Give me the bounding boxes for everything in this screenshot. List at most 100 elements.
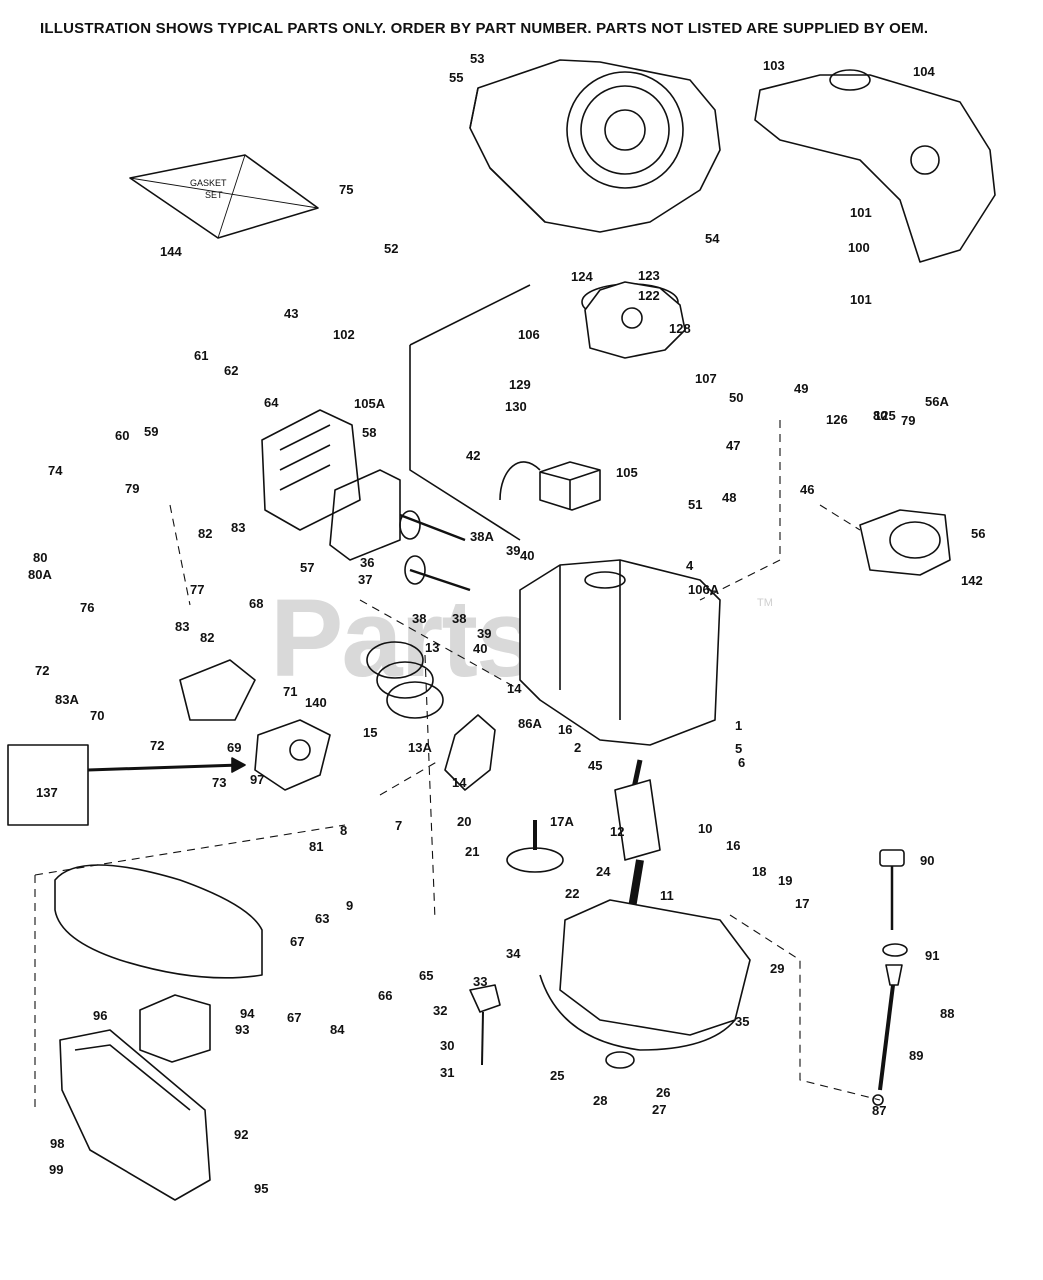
part-callout-67: 67 bbox=[287, 1010, 301, 1025]
part-callout-126: 126 bbox=[826, 412, 848, 427]
part-callout-31: 31 bbox=[440, 1065, 454, 1080]
part-callout-30: 30 bbox=[440, 1038, 454, 1053]
part-callout-26: 26 bbox=[656, 1085, 670, 1100]
part-callout-6: 6 bbox=[738, 755, 745, 770]
part-callout-91: 91 bbox=[925, 948, 939, 963]
part-callout-72: 72 bbox=[35, 663, 49, 678]
part-callout-7: 7 bbox=[395, 818, 402, 833]
part-callout-125: 125 bbox=[874, 408, 896, 423]
part-callout-49: 49 bbox=[794, 381, 808, 396]
part-callout-59: 59 bbox=[144, 424, 158, 439]
part-callout-65: 65 bbox=[419, 968, 433, 983]
recoil-starter bbox=[859, 509, 951, 576]
part-callout-45: 45 bbox=[588, 758, 602, 773]
part-callout-25: 25 bbox=[550, 1068, 564, 1083]
part-callout-79: 79 bbox=[125, 481, 139, 496]
part-callout-28: 28 bbox=[593, 1093, 607, 1108]
part-callout-29: 29 bbox=[770, 961, 784, 976]
part-callout-89: 89 bbox=[909, 1048, 923, 1063]
part-callout-137: 137 bbox=[36, 785, 58, 800]
part-callout-5: 5 bbox=[735, 741, 742, 756]
part-callout-27: 27 bbox=[652, 1102, 666, 1117]
part-callout-130: 130 bbox=[505, 399, 527, 414]
part-callout-105: 105 bbox=[616, 465, 638, 480]
part-callout-38a: 38A bbox=[470, 529, 494, 544]
part-callout-57: 57 bbox=[300, 560, 314, 575]
part-callout-19: 19 bbox=[778, 873, 792, 888]
part-callout-90: 90 bbox=[920, 853, 934, 868]
air-cleaner-cover bbox=[54, 864, 263, 979]
part-callout-16: 16 bbox=[726, 838, 740, 853]
valves bbox=[399, 510, 471, 592]
part-callout-83a: 83A bbox=[55, 692, 79, 707]
part-callout-16: 16 bbox=[558, 722, 572, 737]
part-callout-77: 77 bbox=[190, 582, 204, 597]
part-callout-40: 40 bbox=[473, 641, 487, 656]
carburetor bbox=[254, 719, 331, 791]
part-callout-74: 74 bbox=[48, 463, 63, 478]
part-callout-2: 2 bbox=[574, 740, 581, 755]
part-callout-62: 62 bbox=[224, 363, 238, 378]
part-callout-34: 34 bbox=[506, 946, 521, 961]
air-filter bbox=[139, 994, 211, 1063]
part-callout-20: 20 bbox=[457, 814, 471, 829]
bracket-105a bbox=[409, 345, 521, 541]
flywheel bbox=[581, 281, 686, 359]
piston bbox=[444, 714, 496, 791]
part-callout-8: 8 bbox=[340, 823, 347, 838]
part-callout-46: 46 bbox=[800, 482, 814, 497]
part-callout-80: 80 bbox=[873, 408, 887, 423]
part-callout-80a: 80A bbox=[28, 567, 52, 582]
cylinder-block bbox=[519, 559, 721, 746]
head-gasket bbox=[329, 469, 401, 561]
part-callout-97: 97 bbox=[250, 772, 264, 787]
part-callout-82: 82 bbox=[198, 526, 212, 541]
part-callout-36: 36 bbox=[360, 555, 374, 570]
part-callout-81: 81 bbox=[309, 839, 323, 854]
dipstick bbox=[872, 849, 908, 1106]
part-callout-75: 75 bbox=[339, 182, 353, 197]
crankcase-cover bbox=[539, 899, 751, 1069]
bracket-105a-top bbox=[409, 284, 531, 346]
part-callout-84: 84 bbox=[330, 1022, 345, 1037]
crankshaft bbox=[614, 759, 661, 921]
part-callout-122: 122 bbox=[638, 288, 660, 303]
part-callout-104: 104 bbox=[913, 64, 935, 79]
part-callout-14: 14 bbox=[452, 775, 467, 790]
part-callout-22: 22 bbox=[565, 886, 579, 901]
part-callout-43: 43 bbox=[284, 306, 298, 321]
part-callout-123: 123 bbox=[638, 268, 660, 283]
part-callout-106: 106 bbox=[518, 327, 540, 342]
part-callout-17a: 17A bbox=[550, 814, 574, 829]
part-callout-98: 98 bbox=[50, 1136, 64, 1151]
part-callout-80: 80 bbox=[33, 550, 47, 565]
part-callout-38: 38 bbox=[412, 611, 426, 626]
part-callout-17: 17 bbox=[795, 896, 809, 911]
part-callout-10: 10 bbox=[698, 821, 712, 836]
part-callout-38: 38 bbox=[452, 611, 466, 626]
air-cleaner-base bbox=[59, 1029, 211, 1201]
part-callout-107: 107 bbox=[695, 371, 717, 386]
cylinder-head bbox=[261, 409, 361, 531]
part-callout-60: 60 bbox=[115, 428, 129, 443]
governor bbox=[469, 984, 501, 1066]
part-callout-21: 21 bbox=[465, 844, 479, 859]
part-callout-83: 83 bbox=[175, 619, 189, 634]
part-callout-101: 101 bbox=[850, 205, 872, 220]
part-callout-71: 71 bbox=[283, 684, 297, 699]
part-callout-99: 99 bbox=[49, 1162, 63, 1177]
part-callout-9: 9 bbox=[346, 898, 353, 913]
part-callout-15: 15 bbox=[363, 725, 377, 740]
part-callout-70: 70 bbox=[90, 708, 104, 723]
part-callout-79: 79 bbox=[901, 413, 915, 428]
part-callout-64: 64 bbox=[264, 395, 279, 410]
part-callout-51: 51 bbox=[688, 497, 702, 512]
inset-box-137 bbox=[7, 744, 89, 826]
part-callout-14: 14 bbox=[507, 681, 522, 696]
part-callout-140: 140 bbox=[305, 695, 327, 710]
cam-gear bbox=[506, 820, 564, 873]
part-callout-86a: 86A bbox=[518, 716, 542, 731]
